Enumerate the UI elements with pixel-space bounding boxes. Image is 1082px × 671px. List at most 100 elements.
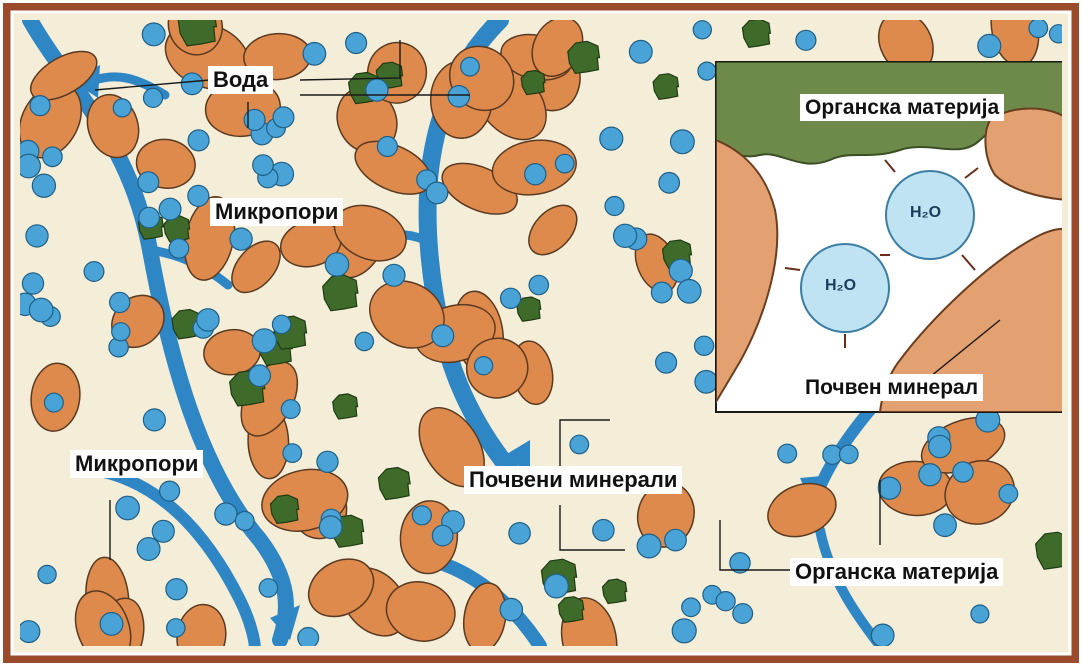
water-droplet [614,224,637,247]
water-droplet [971,605,989,623]
organic-matter-cluster [558,597,583,623]
water-droplet [144,88,163,107]
water-droplet [317,451,338,472]
water-droplet [43,147,63,167]
water-droplet [871,624,894,647]
water-droplet [281,400,300,419]
water-droplet [525,164,546,185]
organic-matter-cluster [378,468,410,500]
water-droplet [17,154,41,178]
water-droplet [32,174,55,197]
water-droplet [167,619,185,637]
water-droplet [38,565,56,583]
water-droplet [671,130,695,154]
water-droplet [651,282,672,303]
water-droplet [29,298,53,322]
water-droplet [30,96,50,116]
water-droplet [432,525,453,546]
label-inset-organic-matter: Органска материја [800,94,1004,121]
water-droplet [283,444,302,463]
water-droplet [1029,19,1048,38]
water-droplet [733,604,753,624]
water-droplet [18,621,40,643]
water-droplet [500,598,522,620]
water-droplet [629,40,652,63]
water-droplet [249,365,271,387]
water-droplet [346,33,367,54]
water-droplet [840,445,859,464]
water-droplet [716,592,735,611]
water-droplet [672,619,696,643]
water-droplet [555,154,574,173]
water-droplet [366,79,388,101]
water-droplet [637,534,661,558]
label-water: Вода [208,66,273,94]
water-droplet [529,275,548,294]
water-droplet [142,23,165,46]
water-droplet [169,239,189,259]
water-droplet [298,628,319,649]
water-droplet [682,598,701,617]
water-droplet [139,207,160,228]
water-droplet [112,323,130,341]
water-droplet [929,435,951,457]
label-organic-matter: Органска материја [790,558,1003,586]
water-droplet [230,228,252,250]
organic-matter-cluster [603,579,627,603]
water-droplet [501,288,521,308]
water-droplet [656,352,677,373]
water-droplet [600,127,623,150]
water-droplet [138,172,159,193]
water-droplet [383,264,405,286]
water-droplet [978,34,1001,57]
water-droplet [593,520,614,541]
water-droplet [461,57,480,76]
water-droplet [778,444,797,463]
water-droplet [166,579,187,600]
water-droplet [84,262,104,282]
water-droplet [796,30,816,50]
water-droplet [999,485,1018,504]
water-droplet [159,198,181,220]
organic-matter-cluster [653,74,678,100]
water-droplet [273,107,294,128]
water-droplet [377,137,397,157]
water-droplet [303,43,326,66]
organic-matter-cluster [323,275,358,311]
water-droplet [26,225,48,247]
water-droplet [319,516,342,539]
water-droplet [934,514,957,537]
water-droplet [426,182,448,204]
water-droplet [181,73,203,95]
water-droplet [665,529,687,551]
organic-matter-cluster [521,71,545,95]
water-droplet [272,315,290,333]
water-droplet [160,481,180,501]
organic-matter-cluster [742,19,770,47]
water-droplet [509,523,530,544]
label-inset-soil-mineral: Почвен минерал [800,374,983,401]
water-droplet [244,109,265,130]
water-droplet [355,332,373,350]
label-micropores-top: Микропори [210,198,343,226]
water-droplet [143,409,165,431]
water-droplet [698,62,716,80]
water-droplet [113,99,131,117]
water-droplet [659,173,680,194]
label-micropores-bottom: Микропори [70,450,203,478]
water-droplet [116,496,140,520]
organic-matter-cluster [271,495,299,523]
water-droplet [475,357,493,375]
label-soil-minerals: Почвени минерали [464,466,682,494]
water-droplet [695,336,714,355]
water-droplet [412,506,431,525]
water-droplet [100,613,123,636]
water-droplet [252,329,276,353]
water-droplet [137,538,160,561]
water-droplet [695,371,718,394]
water-droplet [259,579,277,597]
water-droplet [22,273,43,294]
water-droplet [152,520,174,542]
label-molecule-2: H₂O [825,278,856,294]
